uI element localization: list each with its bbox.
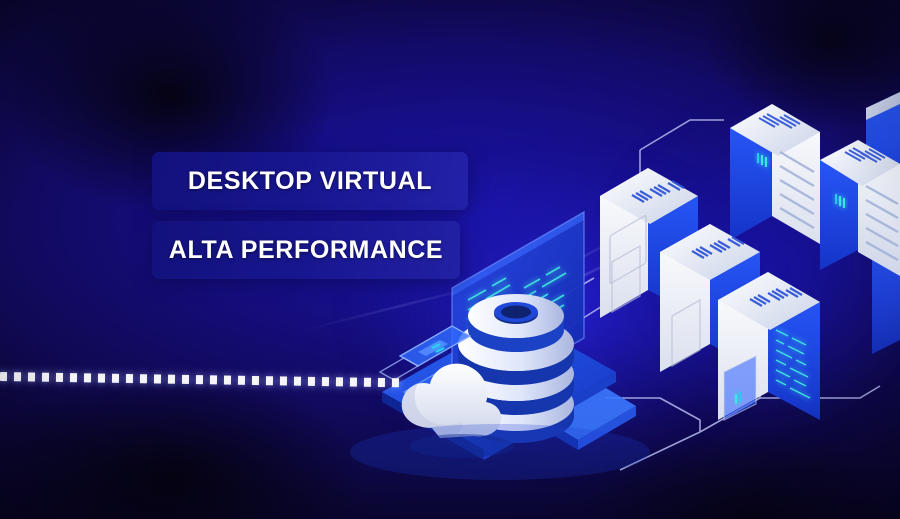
promo-banner-scene: DESKTOP VIRTUAL ALTA PERFORMANCE	[0, 0, 900, 519]
background-vignette	[0, 0, 900, 519]
